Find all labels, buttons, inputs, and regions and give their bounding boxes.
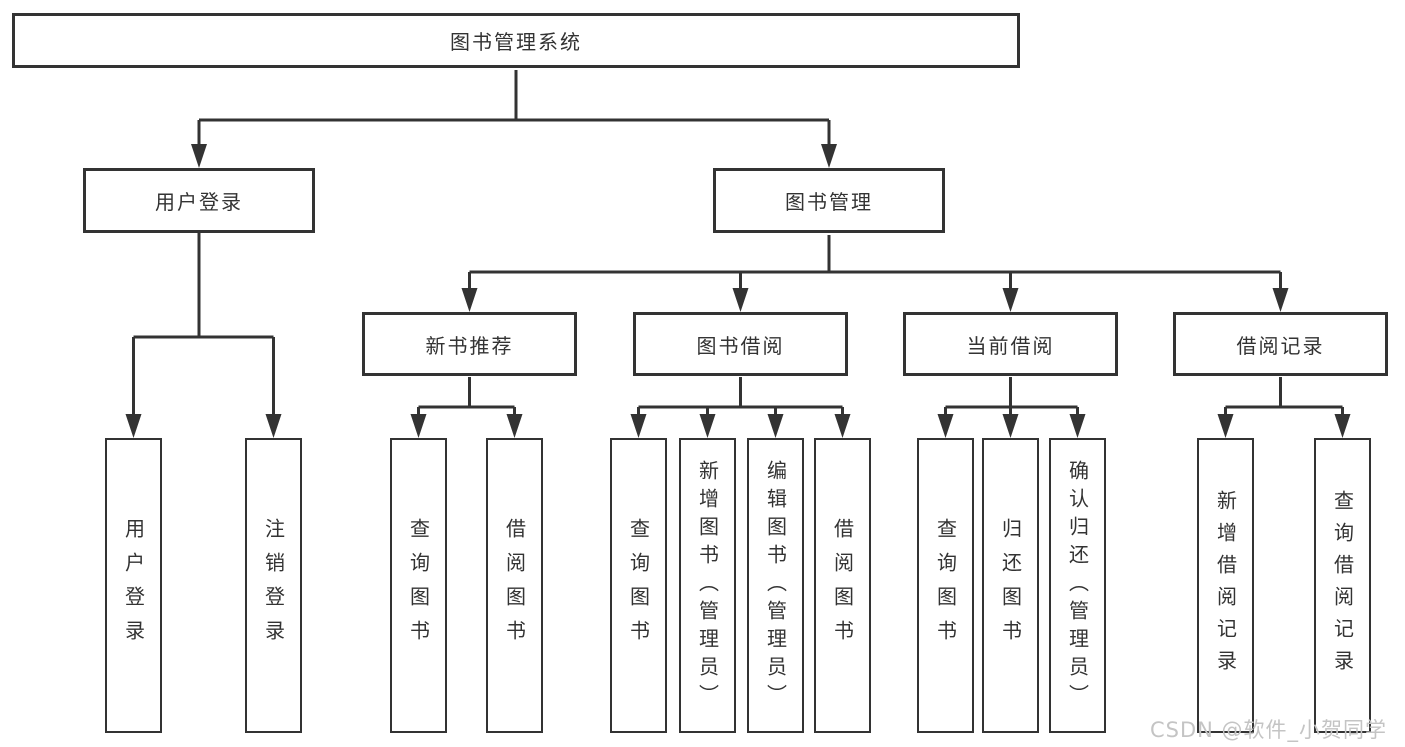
leaf-query-books-recommend: 查询图书 — [390, 438, 447, 733]
node-book-borrowing: 图书借阅 — [633, 312, 848, 376]
leaf-query-borrow-record: 查询借阅记录 — [1314, 438, 1371, 733]
node-borrowing-records: 借阅记录 — [1173, 312, 1388, 376]
node-user-login: 用户登录 — [83, 168, 315, 233]
leaf-borrow-books: 借阅图书 — [814, 438, 871, 733]
leaf-query-books-borrowing: 查询图书 — [610, 438, 667, 733]
node-book-management: 图书管理 — [713, 168, 945, 233]
csdn-watermark: CSDN @软件_小贺同学 — [1150, 718, 1388, 742]
leaf-return-books: 归还图书 — [982, 438, 1039, 733]
leaf-logout: 注销登录 — [245, 438, 302, 733]
leaf-add-books-admin: 新增图书（管理员） — [679, 438, 736, 733]
leaf-confirm-return-admin: 确认归还（管理员） — [1049, 438, 1106, 733]
leaf-add-borrow-record: 新增借阅记录 — [1197, 438, 1254, 733]
node-library-management-system: 图书管理系统 — [12, 13, 1020, 68]
node-current-borrowing: 当前借阅 — [903, 312, 1118, 376]
leaf-user-login: 用户登录 — [105, 438, 162, 733]
leaf-edit-books-admin: 编辑图书（管理员） — [747, 438, 804, 733]
arrowheads — [125, 144, 1351, 438]
leaf-query-books-current: 查询图书 — [917, 438, 974, 733]
leaf-borrow-books-recommend: 借阅图书 — [486, 438, 543, 733]
node-new-book-recommend: 新书推荐 — [362, 312, 577, 376]
